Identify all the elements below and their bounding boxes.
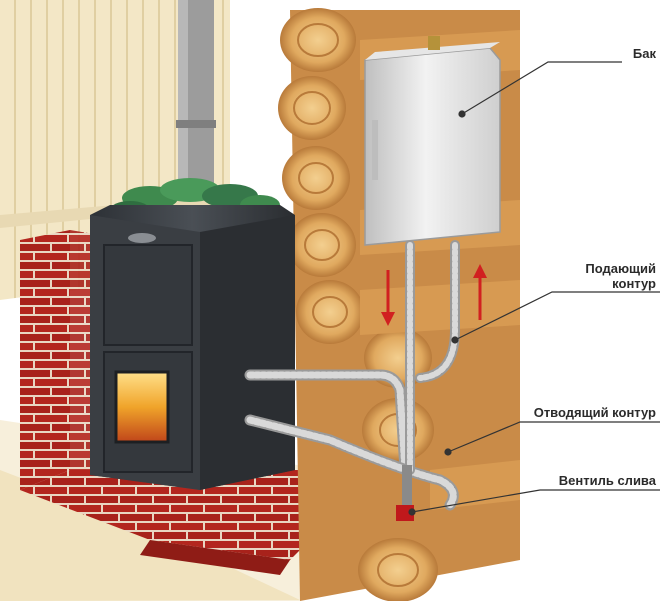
- label-return-circuit: Отводящий контур: [533, 405, 656, 420]
- water-tank: [364, 36, 501, 246]
- label-drain-valve: Вентиль слива: [558, 473, 656, 488]
- flow-arrows: [381, 264, 487, 326]
- label-supply-circuit: Подающий контур: [585, 261, 656, 291]
- fire-door-window: [114, 370, 170, 444]
- leader-lines: [408, 61, 660, 516]
- label-tank: Бак: [632, 46, 656, 61]
- pipes: [244, 240, 460, 511]
- stove: [90, 205, 295, 490]
- drain-valve: [396, 465, 414, 521]
